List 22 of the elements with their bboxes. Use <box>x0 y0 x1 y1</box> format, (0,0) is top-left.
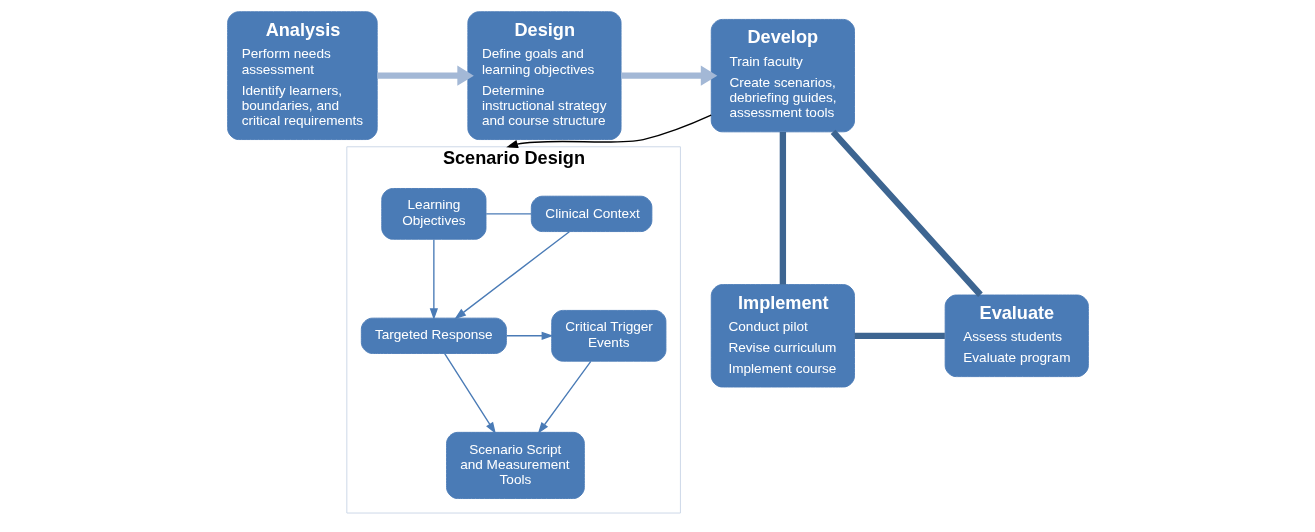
arrow <box>620 65 717 86</box>
connector <box>779 131 786 285</box>
connector <box>830 129 983 297</box>
node-box: Develop Train faculty Create scenarios, debriefing guides, assessment tools <box>710 18 855 133</box>
node-box: Design Define goals and learning objectives Determine instructional strategy and course structure <box>466 11 621 140</box>
connector <box>485 213 532 215</box>
node-box: Targeted Response <box>360 317 507 354</box>
arrow <box>505 331 553 340</box>
arrow <box>429 238 438 321</box>
node-box: Evaluate Assess students Evaluate program <box>944 294 1089 378</box>
node-box: Implement Conduct pilot Revise curriculum Implement course <box>710 284 855 388</box>
node-box: Analysis Perform needs assessment Identify learners, boundaries, and critical requirements <box>226 11 378 140</box>
arrow <box>443 353 496 434</box>
node-box: Learning Objectives <box>380 188 486 240</box>
arrow <box>453 231 570 320</box>
arrow <box>505 114 712 148</box>
node-box: Scenario Script and Measurement Tools <box>445 431 585 499</box>
connector <box>854 332 945 339</box>
node-box: Critical Trigger Events <box>550 309 666 362</box>
arrow <box>376 65 474 86</box>
arrow <box>537 360 591 434</box>
node-box: Clinical Context <box>530 195 652 232</box>
